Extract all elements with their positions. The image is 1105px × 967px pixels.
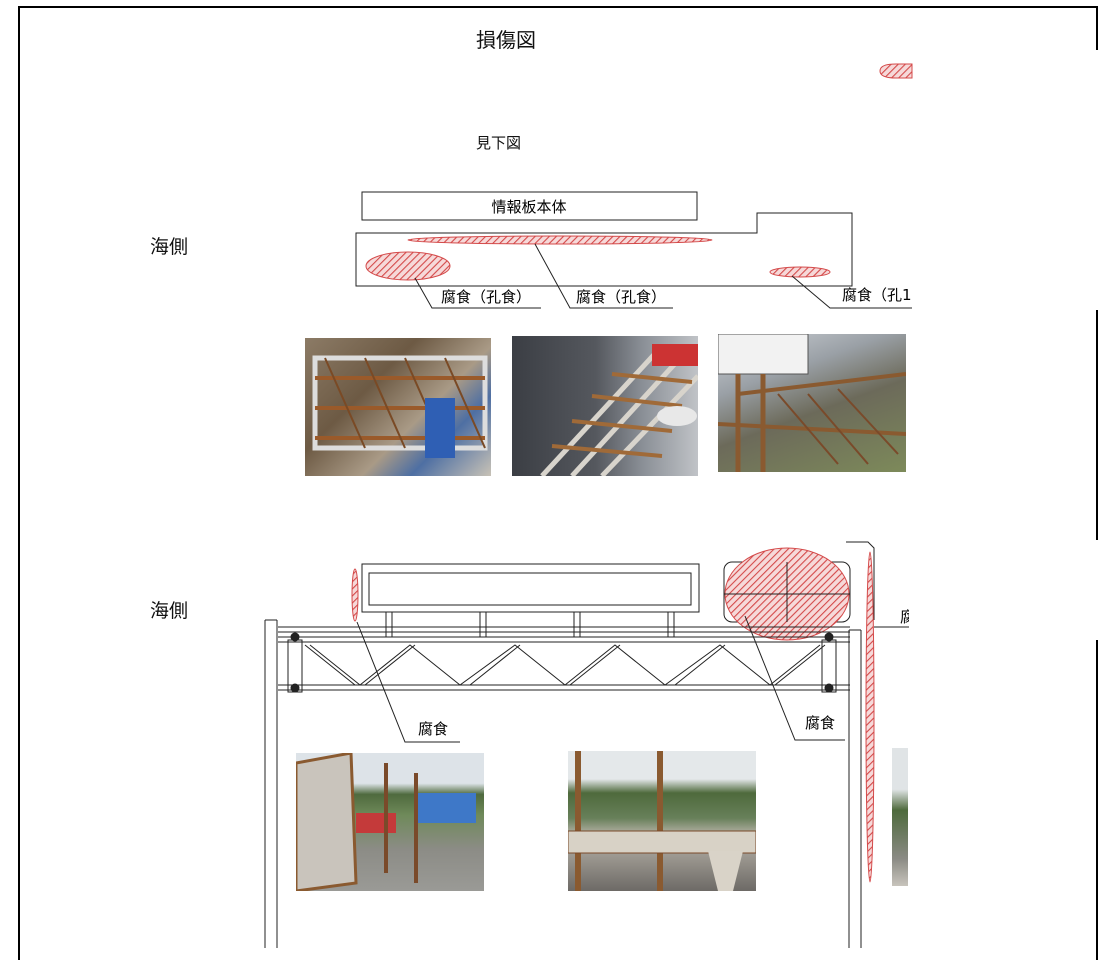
underside-pattern xyxy=(718,334,906,472)
leader-line-5 xyxy=(744,615,845,741)
leader-line-2 xyxy=(534,243,673,309)
lamp-pole xyxy=(846,541,875,620)
callout-corrosion-2: 腐食 xyxy=(805,714,835,732)
sign-supports xyxy=(385,612,675,637)
callout-pitting-1: 腐食（孔食） xyxy=(441,288,531,306)
corrosion-area-left xyxy=(365,251,451,281)
photo-corner-plate xyxy=(296,753,484,891)
sea-side-label-bottom: 海側 xyxy=(150,600,189,622)
crop-mask-bottom xyxy=(909,540,1104,640)
photo-edge-partial xyxy=(892,748,908,886)
callout-pitting-3: 腐食（孔1 xyxy=(842,286,912,304)
info-panel-body xyxy=(361,191,698,221)
sign-panel-outer xyxy=(361,563,700,613)
panel-label: 情報板本体 xyxy=(491,198,566,216)
sign-panel-inner xyxy=(368,572,692,606)
leader-line-3 xyxy=(791,275,912,309)
corrosion-area-right xyxy=(769,266,831,278)
callout-corrosion-1: 腐食 xyxy=(418,720,448,738)
corrosion-area-pole xyxy=(865,551,875,883)
plan-view-label: 見下図 xyxy=(476,134,522,152)
page-title: 損傷図 xyxy=(476,28,536,52)
walkway-outline xyxy=(355,212,853,287)
photo-underside xyxy=(718,334,906,472)
grating-pattern xyxy=(312,355,488,458)
truss xyxy=(278,626,850,693)
leader-line-4 xyxy=(356,621,460,743)
photo-beam-joint xyxy=(568,751,756,891)
sea-side-label-top: 海側 xyxy=(150,236,189,258)
walkway-pattern xyxy=(540,344,698,476)
leader-line-1 xyxy=(414,277,541,309)
callout-pitting-2: 腐食（孔食） xyxy=(576,288,666,306)
photo-grating-2 xyxy=(512,336,698,476)
columns xyxy=(264,619,862,948)
corrosion-area-long xyxy=(407,235,713,245)
photo-grating-1 xyxy=(305,338,491,476)
beam-joint-pattern xyxy=(568,751,756,891)
crop-mask-top xyxy=(914,50,1104,310)
marker-icon xyxy=(879,63,913,79)
corner-plate-pattern xyxy=(296,753,476,891)
corrosion-area-panel-edge xyxy=(351,568,359,622)
page-frame xyxy=(18,6,1098,960)
